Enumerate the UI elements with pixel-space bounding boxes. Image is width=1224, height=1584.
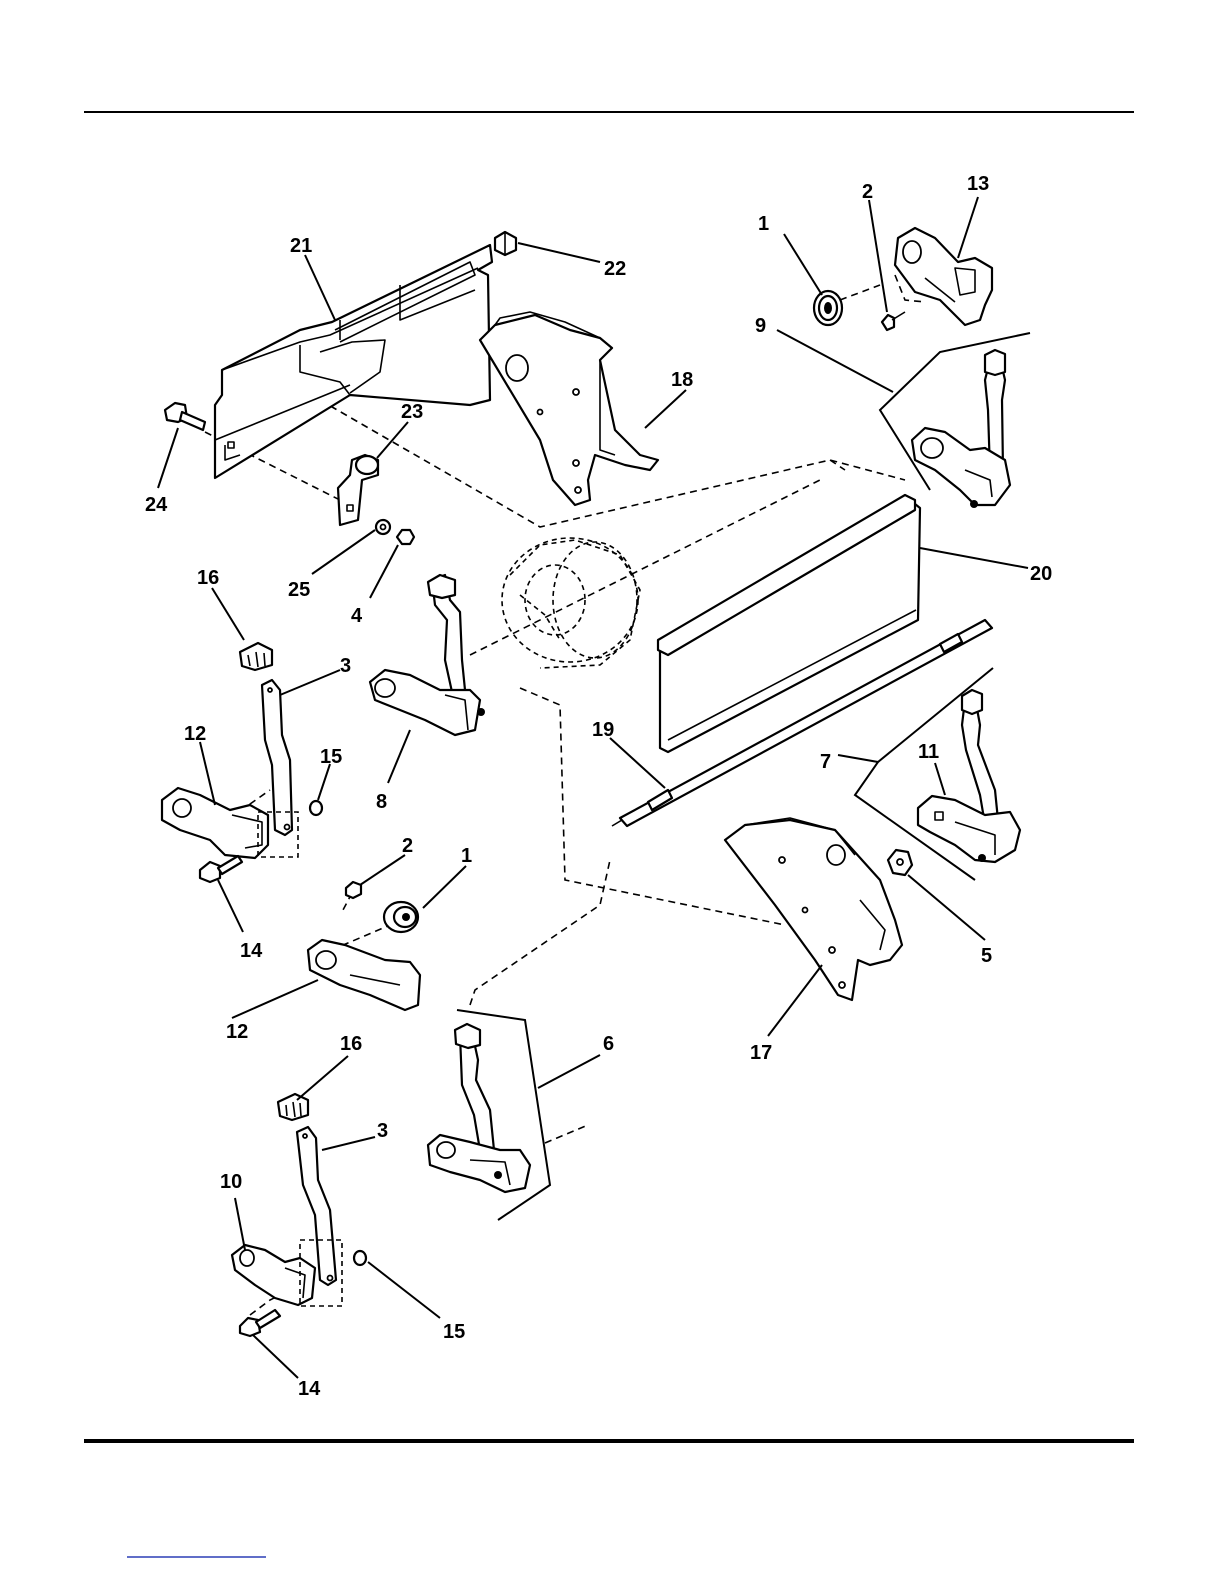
part-22-clip	[495, 232, 516, 255]
part-14-bolt-upper	[200, 856, 242, 882]
part-6-lever-assembly	[428, 1024, 530, 1192]
callout-1-lower: 1	[461, 845, 472, 867]
part-15-washer-upper	[310, 801, 322, 815]
callout-4: 4	[351, 605, 363, 627]
callout-19: 19	[592, 719, 614, 741]
callout-8: 8	[376, 791, 387, 813]
callout-13: 13	[967, 173, 989, 195]
callout-2-lower: 2	[402, 835, 413, 857]
callout-14: 14	[240, 940, 263, 962]
part-15-washer-lower	[354, 1251, 366, 1265]
alternator-phantom	[502, 538, 640, 668]
callout-12-lower: 12	[226, 1021, 248, 1043]
callout-20: 20	[1030, 563, 1052, 585]
callout-10: 10	[220, 1171, 242, 1193]
part-18-side-plate	[480, 312, 658, 505]
callout-17: 17	[750, 1042, 772, 1064]
callout-11: 11	[918, 741, 939, 763]
callout-15-lower: 15	[443, 1321, 465, 1343]
callout-7: 7	[820, 751, 831, 773]
callout-12: 12	[184, 723, 206, 745]
part-8-center-lever	[370, 575, 485, 735]
part-2-screw-top	[882, 312, 905, 330]
part-1-bearing-lower	[384, 902, 418, 932]
part-2-screw-lower	[346, 882, 361, 898]
callout-3: 3	[340, 655, 351, 677]
part-24-bolt	[165, 403, 205, 430]
callout-23: 23	[401, 401, 423, 423]
part-16-clip-upper	[240, 643, 272, 670]
callout-9: 9	[755, 315, 766, 337]
callout-24: 24	[145, 494, 168, 516]
callout-18: 18	[671, 369, 693, 391]
part-20-screen-panel	[658, 495, 920, 752]
callout-14-lower: 14	[298, 1378, 321, 1400]
part-14-bolt-lower	[240, 1310, 280, 1336]
part-5-nut	[888, 850, 912, 875]
callout-16-lower: 16	[340, 1033, 362, 1055]
callout-16: 16	[197, 567, 219, 589]
part-21-channel-bracket	[215, 245, 492, 478]
callout-25: 25	[288, 579, 310, 601]
part-13-bracket-plate	[895, 228, 992, 325]
callout-1: 1	[758, 213, 769, 235]
part-12-plate-lower	[308, 940, 420, 1010]
part-1-bearing-top	[814, 291, 842, 325]
part-25-washer-hole	[381, 525, 386, 530]
part-4-nut	[397, 530, 414, 544]
callout-22: 22	[604, 258, 626, 280]
part-17-side-plate	[725, 818, 902, 1000]
callout-5: 5	[981, 945, 992, 967]
callout-6: 6	[603, 1033, 614, 1055]
callout-3-lower: 3	[377, 1120, 388, 1142]
part-23-shaft-bracket	[338, 455, 378, 525]
callout-2: 2	[862, 181, 873, 203]
part-16-clip-lower	[278, 1094, 308, 1120]
callout-15: 15	[320, 746, 342, 768]
callout-21: 21	[290, 235, 312, 257]
